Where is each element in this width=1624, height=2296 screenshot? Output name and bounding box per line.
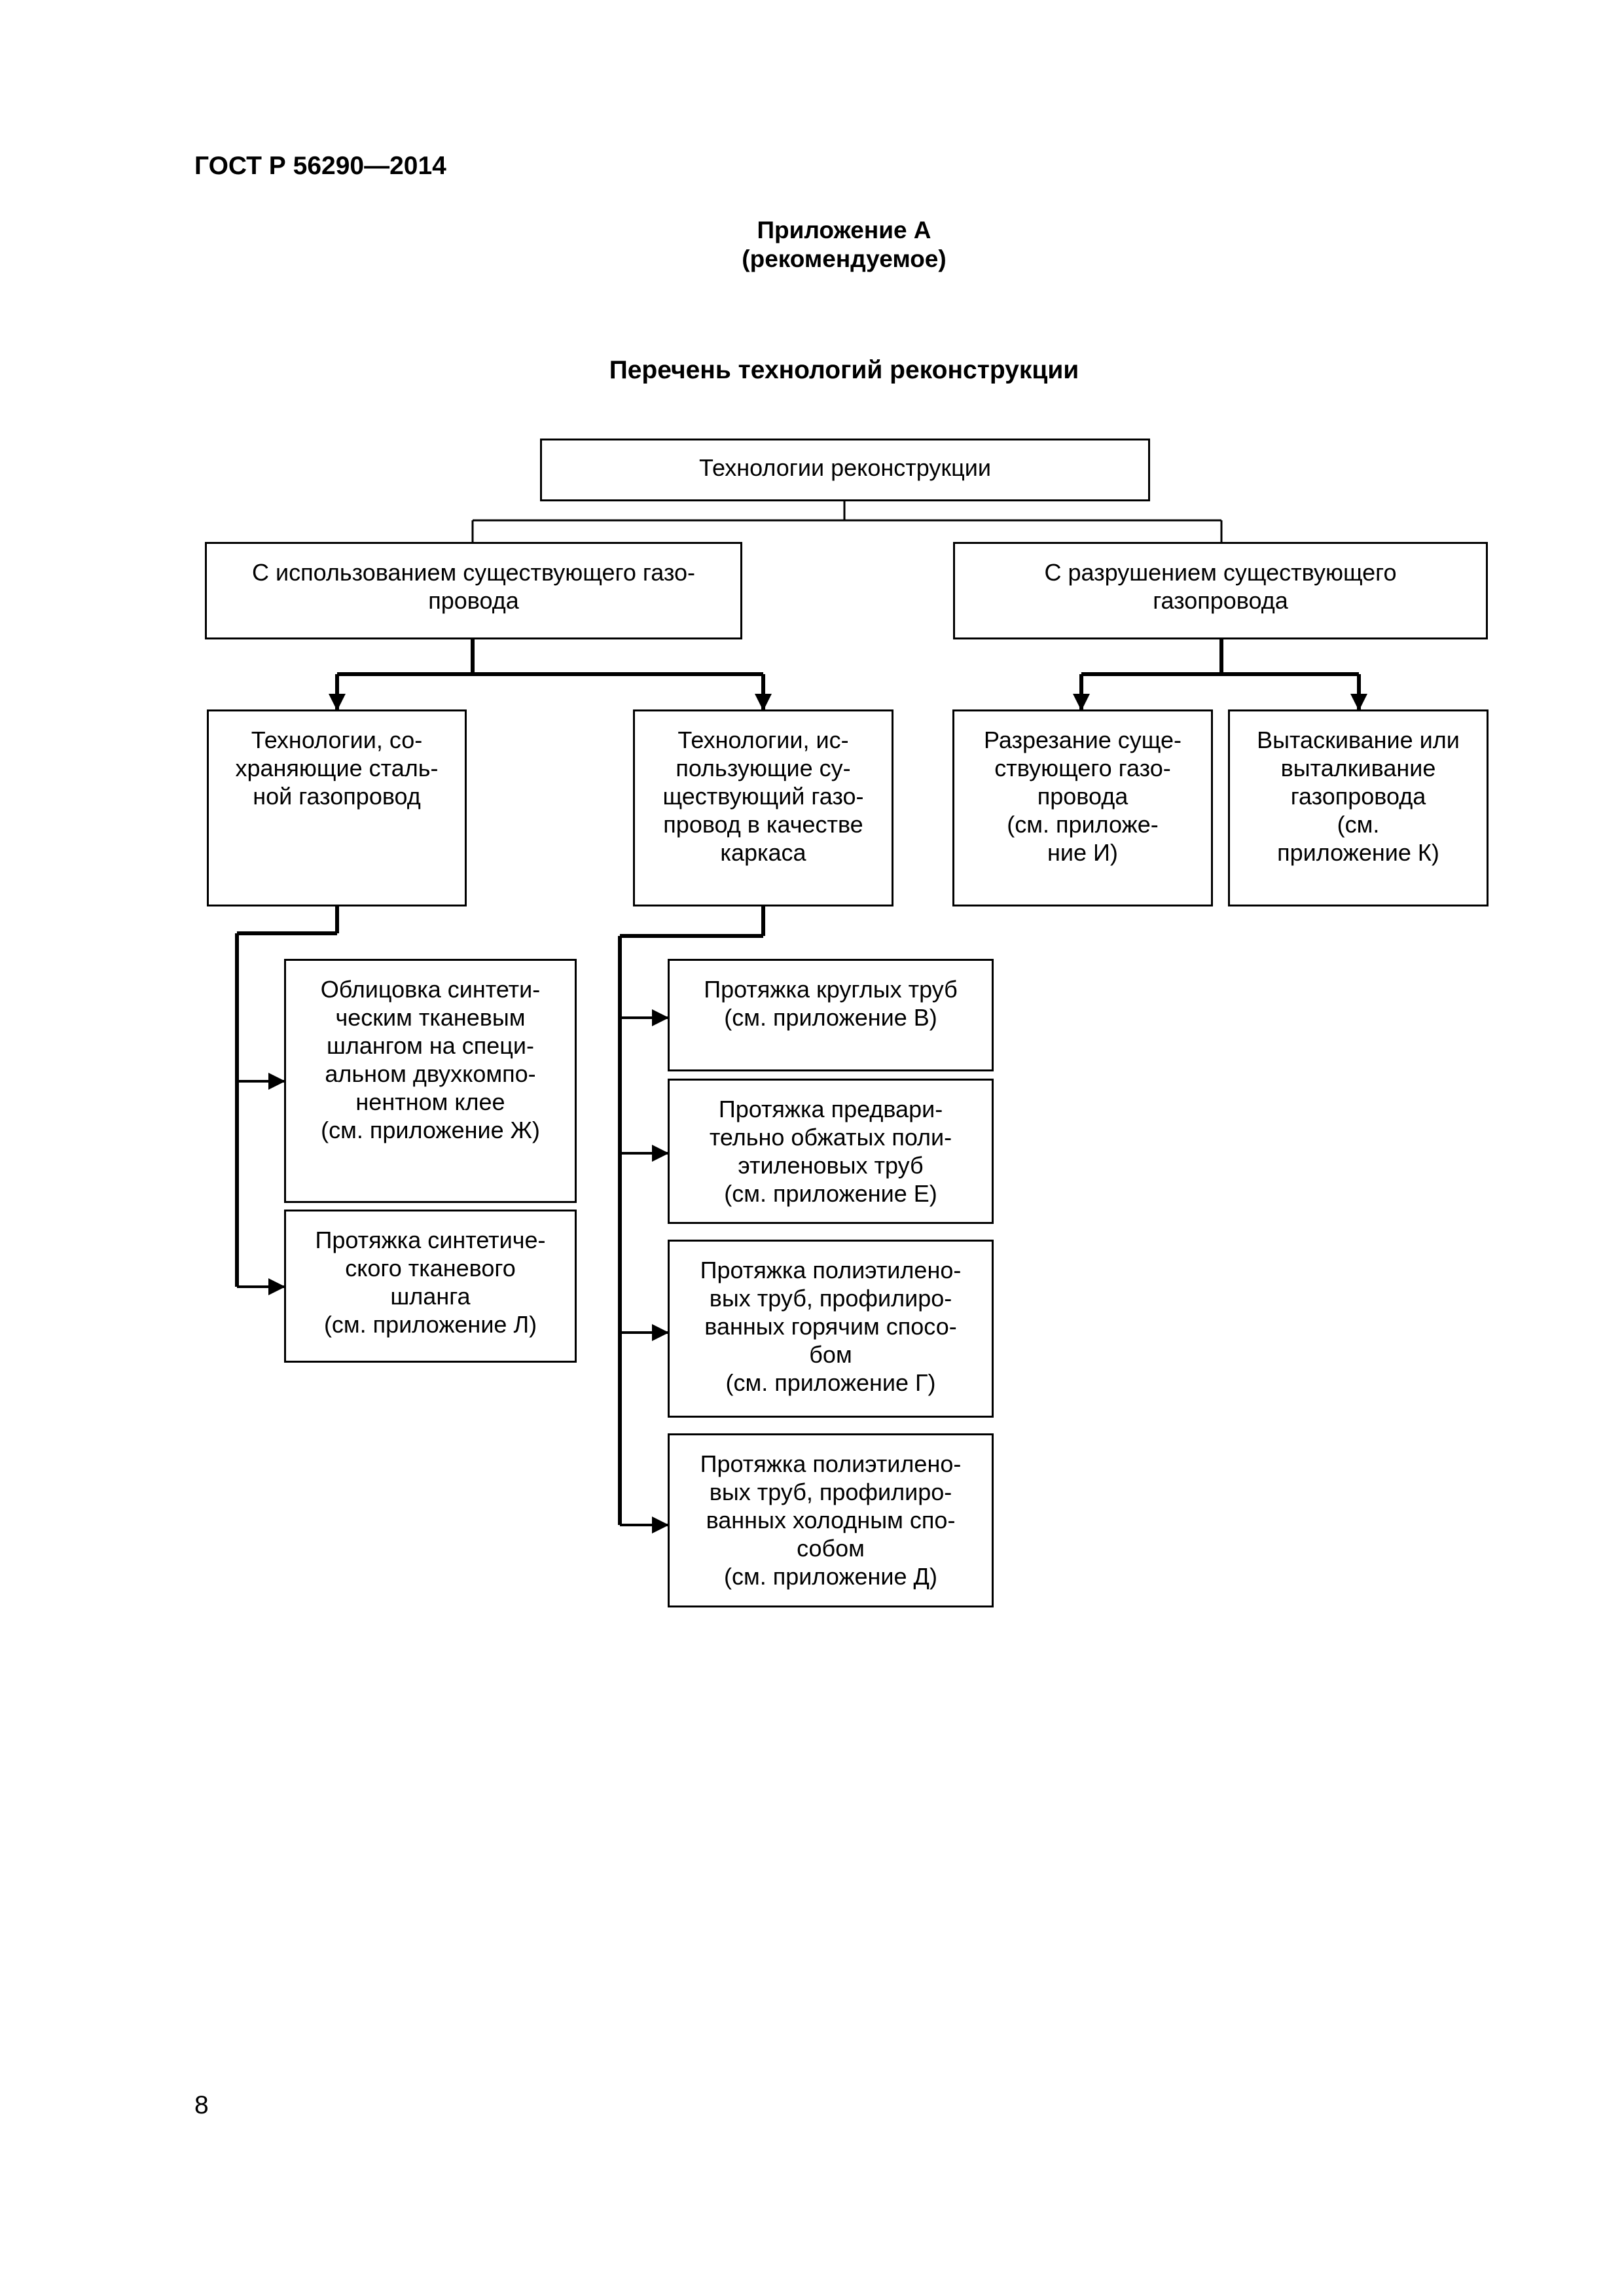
- tech-preserve-steel: Технологии, со- храняющие сталь- ной газ…: [207, 709, 467, 906]
- method-lining-hose: Облицовка синтети- ческим тканевым шланг…: [284, 959, 577, 1203]
- tech-pulling: Вытаскивание или выталкивание газопровод…: [1228, 709, 1489, 906]
- tech-carcass: Технологии, ис- пользующие су- ществующи…: [633, 709, 893, 906]
- tech-cutting: Разрезание суще- ствующего газо- провода…: [952, 709, 1213, 906]
- root-box: Технологии реконструкции: [540, 439, 1150, 501]
- page-title: Перечень технологий реконструкции: [609, 356, 1079, 384]
- method-round-pipes: Протяжка круглых труб (см. приложение В): [668, 959, 994, 1071]
- branch-destroy-pipeline: С разрушением существующего газопровода: [953, 542, 1488, 639]
- method-cold-profiled-pe: Протяжка полиэтилено- вых труб, профилир…: [668, 1433, 994, 1607]
- page-number: 8: [194, 2091, 209, 2119]
- method-hose-pulling: Протяжка синтетиче- ского тканевого шлан…: [284, 1210, 577, 1363]
- method-hot-profiled-pe: Протяжка полиэтилено- вых труб, профилир…: [668, 1240, 994, 1418]
- document-header: ГОСТ Р 56290—2014: [194, 152, 446, 180]
- appendix-status: (рекомендуемое): [742, 245, 947, 272]
- branch-existing-pipeline: С использованием существующего газо- про…: [205, 542, 742, 639]
- method-compressed-pe: Протяжка предвари- тельно обжатых поли- …: [668, 1079, 994, 1224]
- appendix-label: Приложение А: [757, 217, 931, 243]
